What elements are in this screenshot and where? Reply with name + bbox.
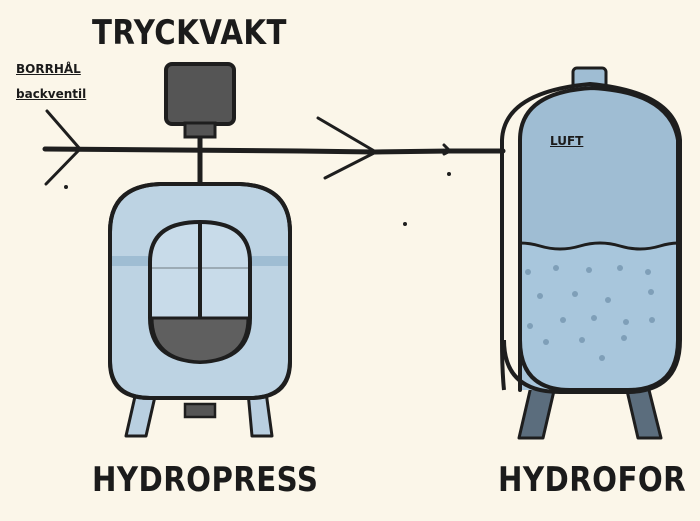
air-bubbles — [525, 265, 655, 361]
hydrofor-label: HYDROFOR — [498, 460, 687, 500]
water-surface — [520, 243, 678, 390]
membrane — [150, 316, 250, 364]
hydrofor-tank — [500, 66, 682, 394]
arrow-icon — [44, 109, 452, 186]
check-valve-label: backventil — [16, 87, 87, 101]
stray-dots — [64, 172, 451, 226]
pressure-switch-icon — [164, 62, 236, 185]
pressure-switch-label: TRYCKVAKT — [92, 13, 287, 53]
hydropress-label: HYDROPRESS — [92, 460, 319, 500]
air-label: LUFT — [550, 134, 584, 148]
hydropress-tank — [108, 182, 292, 400]
main-pipe — [42, 146, 506, 155]
borehole-label: BORRHÅL — [16, 62, 81, 76]
